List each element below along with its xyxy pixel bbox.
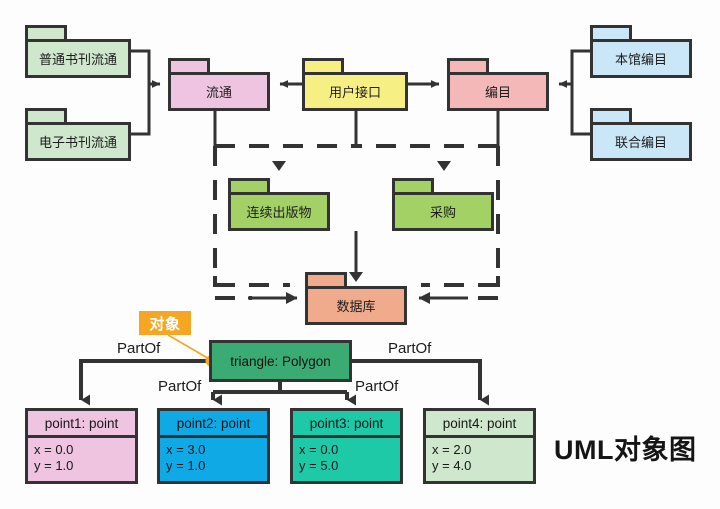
object-title: triangle: Polygon — [230, 353, 331, 369]
package-body: 普通书刊流通 — [25, 39, 131, 78]
package-tab — [25, 25, 67, 41]
package-serials[interactable]: 连续出版物 — [228, 178, 330, 231]
object-title: point3: point — [293, 411, 400, 438]
package-label: 流通 — [205, 85, 232, 100]
object-attribute: y = 4.0 — [432, 458, 472, 474]
edge-label-partof: PartOf — [117, 340, 161, 357]
generalization-arrowheads — [272, 161, 451, 282]
package-cataloging[interactable]: 编目 — [447, 58, 549, 111]
package-label: 本馆编目 — [614, 52, 667, 67]
package-tab — [590, 108, 632, 124]
edge-local-to-cataloging — [558, 49, 590, 88]
package-body: 连续出版物 — [228, 192, 330, 231]
package-label: 用户接口 — [328, 85, 381, 100]
package-body: 数据库 — [305, 286, 407, 325]
package-label: 连续出版物 — [246, 205, 312, 220]
package-tab — [392, 178, 434, 194]
object-attribute: y = 1.0 — [166, 458, 206, 474]
package-user-interface[interactable]: 用户接口 — [302, 58, 408, 111]
package-local-cataloging[interactable]: 本馆编目 — [590, 25, 692, 78]
edge-label-partof: PartOf — [158, 378, 202, 395]
package-tab — [590, 25, 632, 41]
object-triangle-polygon[interactable]: triangle: Polygon — [209, 340, 352, 382]
object-title: point2: point — [160, 411, 267, 438]
edge-triangle-point4 — [352, 359, 489, 406]
edge-union-to-cataloging — [570, 84, 590, 136]
arrowhead-database — [349, 272, 363, 282]
package-tab — [305, 272, 347, 288]
object-attribute: x = 0.0 — [34, 442, 74, 457]
package-tab — [25, 108, 67, 124]
package-body: 流通 — [168, 72, 270, 111]
package-body: 联合编目 — [590, 122, 692, 161]
object-attribute: x = 3.0 — [166, 442, 206, 457]
package-label: 编目 — [484, 85, 511, 100]
package-tab — [447, 58, 489, 74]
arrowhead-serials — [272, 161, 286, 171]
object-title: point1: point — [28, 411, 135, 438]
object-attribute: x = 2.0 — [432, 442, 472, 457]
package-label: 采购 — [429, 205, 456, 220]
package-label: 普通书刊流通 — [38, 52, 117, 67]
package-ordinary-circulation[interactable]: 普通书刊流通 — [25, 25, 131, 78]
edge-triangle-point1 — [79, 359, 209, 406]
edge-ebook-to-circulation — [131, 84, 151, 136]
edge-ordinary-to-circulation — [131, 49, 161, 88]
dashed-frame-corners — [213, 276, 500, 287]
package-label: 数据库 — [336, 299, 376, 314]
callout-leader — [167, 334, 212, 361]
object-title: point4: point — [426, 411, 533, 438]
package-body: 编目 — [447, 72, 549, 111]
package-ebook-circulation[interactable]: 电子书刊流通 — [25, 108, 131, 161]
object-attribute: y = 1.0 — [34, 458, 74, 474]
package-label: 电子书刊流通 — [38, 135, 117, 150]
edge-label-partof: PartOf — [355, 378, 399, 395]
object-attribute: y = 5.0 — [299, 458, 339, 474]
arrowhead-acquisition — [437, 161, 451, 171]
package-acquisition[interactable]: 采购 — [392, 178, 494, 231]
edge-label-partof: PartOf — [388, 340, 432, 357]
package-label: 联合编目 — [614, 135, 667, 150]
package-body: 本馆编目 — [590, 39, 692, 78]
package-union-cataloging[interactable]: 联合编目 — [590, 108, 692, 161]
package-body: 电子书刊流通 — [25, 122, 131, 161]
package-circulation[interactable]: 流通 — [168, 58, 270, 111]
package-tab — [302, 58, 344, 74]
package-tab — [228, 178, 270, 194]
package-body: 用户接口 — [302, 72, 408, 111]
package-body: 采购 — [392, 192, 494, 231]
package-database[interactable]: 数据库 — [305, 272, 407, 325]
package-tab — [168, 58, 210, 74]
diagram-title: UML对象图 — [554, 435, 697, 465]
dashed-frame — [213, 144, 500, 287]
callout-object-badge: 对象 — [139, 311, 191, 335]
object-edges — [79, 359, 489, 406]
callout-label: 对象 — [149, 315, 181, 333]
object-attribute: x = 0.0 — [299, 442, 339, 457]
